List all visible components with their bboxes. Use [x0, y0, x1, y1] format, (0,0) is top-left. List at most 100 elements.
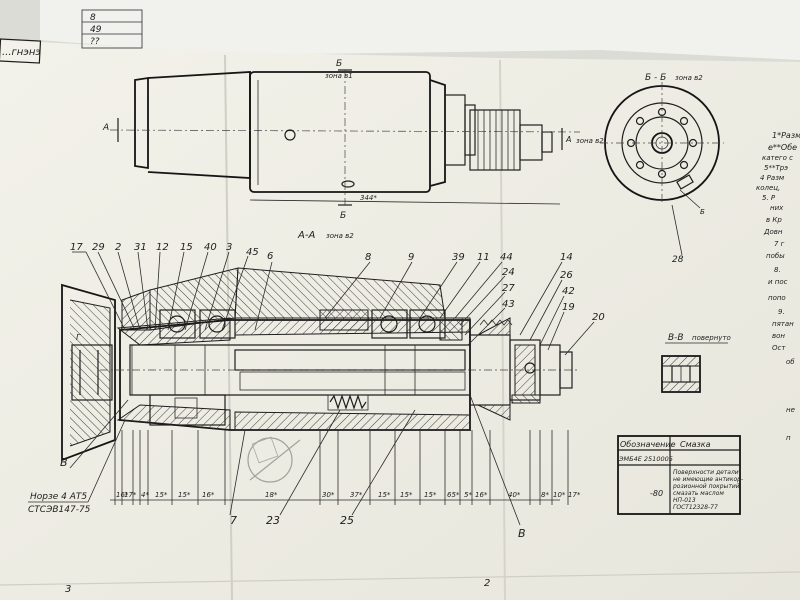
main-section-view: А-А зона в2 Г [28, 230, 605, 540]
section-marker-b: Б [340, 211, 346, 221]
table-row-text: розионной покрытий [672, 483, 740, 490]
threaded-nut [469, 109, 521, 171]
dimension-label: 30* [322, 491, 335, 499]
label-g: Г [76, 333, 81, 342]
note-line: 4 Разм [760, 174, 785, 182]
spring [327, 394, 369, 411]
stamp-number: 49 [90, 25, 102, 35]
callout-39: 39 [452, 252, 465, 263]
zone-label: зона в1 [325, 72, 353, 80]
callout-3: 3 [226, 242, 232, 253]
callout-11: 11 [477, 252, 490, 263]
callout-17: 17 [70, 242, 83, 253]
callout-12: 12 [156, 242, 169, 253]
callout-40: 40 [204, 242, 217, 253]
callout-31: 31 [134, 242, 147, 253]
dimension-label: 17* [124, 491, 137, 499]
section-marker-a: А [565, 135, 571, 144]
thread-annotation: Норзе 4 АТ5 [30, 492, 87, 502]
dimension-label: 8* [541, 491, 549, 499]
callout-28: 28 [672, 255, 684, 265]
section-bb-view: Б - Б зона в2 Б 28 [600, 73, 724, 265]
callout-label: Б [700, 208, 705, 216]
callout-6: 6 [267, 251, 273, 262]
table-row-text: не имеющие антикор- [673, 476, 743, 483]
callout-24: 24 [502, 267, 515, 278]
see-through-sketch [247, 436, 301, 483]
note-line: попо [768, 294, 786, 302]
stamp-number: ?? [90, 37, 100, 47]
standard-annotation: СТСЭВ147-75 [28, 505, 91, 515]
note-line: катего с [762, 154, 793, 162]
bearing [199, 309, 236, 339]
dimension-label: 37* [350, 491, 363, 499]
note-line: 1*Разм [772, 131, 800, 140]
label-b-right: В [518, 527, 526, 540]
callout-27: 27 [502, 283, 515, 294]
callout-44: 44 [500, 252, 513, 263]
callout-14: 14 [560, 252, 573, 263]
dimension-label: 15* [400, 491, 413, 499]
note-line: п [786, 434, 791, 442]
note-line: 7 г [774, 240, 785, 248]
dimension-label: 15* [378, 491, 391, 499]
table-row-qty: -80 [650, 489, 663, 498]
table-row-text: Поверхности детали [673, 469, 739, 476]
callout-20: 20 [592, 312, 605, 323]
stamp-number: 8 [90, 13, 96, 23]
dimension-label: 18* [265, 491, 278, 499]
table-row-text: НП-013 [673, 497, 696, 504]
sheet-number: 2 [484, 578, 490, 589]
dimension-label: 5* [464, 491, 472, 499]
table-header-lubricant: Смазка [680, 440, 711, 449]
dimension-label: 16* [202, 491, 215, 499]
zone-label: зона в2 [576, 137, 604, 145]
note-line: 8. [774, 266, 781, 274]
callout-42: 42 [562, 286, 575, 297]
callout-43: 43 [502, 299, 515, 310]
dimension-label: 65* [447, 491, 460, 499]
callout-26: 26 [560, 270, 573, 281]
section-marker-a: А [102, 123, 109, 133]
note-line: пятан [772, 320, 794, 328]
callout-29: 29 [92, 242, 105, 253]
dimension-label: 16* [116, 491, 129, 499]
paper-under-sheet [40, 0, 800, 60]
section-vv-view: В-В повернуто [661, 333, 731, 393]
bearing [371, 309, 408, 339]
dimension-label: 16* [475, 491, 488, 499]
note-line: Довн [763, 228, 783, 236]
dimension-label: 40* [508, 491, 521, 499]
note-line: об [786, 358, 795, 366]
table-row-text: смазать маслом [673, 490, 724, 497]
dimension-label: 10* [553, 491, 566, 499]
callout-15: 15 [180, 242, 193, 253]
note-line: побы [766, 252, 785, 260]
note-line: 5. Р [762, 194, 776, 202]
callout-2: 2 [115, 242, 121, 253]
paper-fold [0, 571, 800, 586]
section-vv-title: В-В [668, 333, 684, 343]
callout-23: 23 [266, 514, 280, 527]
dimension-label: 17* [568, 491, 581, 499]
note-line: не [786, 406, 795, 414]
top-callouts: 17 29 2 31 12 15 40 3 45 6 8 9 39 [70, 242, 605, 356]
dimension-label: 15* [155, 491, 168, 499]
corner-stamp: 8 49 ?? ...гнэнэ [0, 9, 143, 64]
dimension-label: 15* [424, 491, 437, 499]
sheet-number: 3 [65, 584, 71, 595]
section-marker-b: Б [336, 59, 342, 69]
callout-45: 45 [246, 247, 259, 258]
rotated-stamp-text: ...гнэнэ [2, 47, 41, 58]
dimension-label: 15* [178, 491, 191, 499]
note-line: колец, [756, 184, 780, 192]
note-line: 9. [778, 308, 785, 316]
technical-notes: 1*Разм е**Обе катего с 5**Трэ 4 Разм кол… [756, 131, 800, 442]
callout-25: 25 [340, 514, 354, 527]
table-row-text: ГОСТ12328-77 [673, 504, 718, 511]
zone-label: зона в2 [675, 74, 703, 82]
top-view: А А зона в2 Б зона в1 Б 344* [102, 59, 604, 221]
callout-9: 9 [408, 252, 414, 263]
